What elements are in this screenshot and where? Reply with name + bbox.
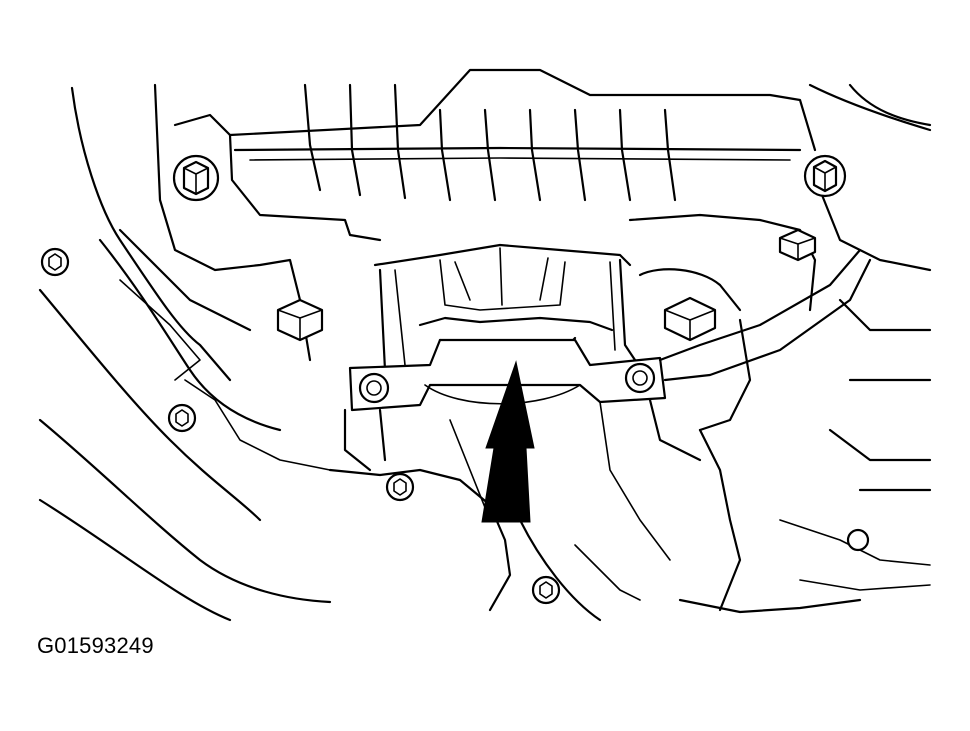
up-arrow-icon — [481, 360, 535, 523]
bolt-far-right — [778, 228, 817, 262]
transmission-case — [153, 68, 932, 614]
bolt-left — [276, 298, 324, 342]
pan-bolt-2 — [167, 403, 197, 433]
bolt-top-left — [172, 154, 220, 202]
mount-bracket — [348, 243, 872, 412]
bolt-top-right — [803, 154, 847, 198]
pan-bolt-1 — [40, 247, 70, 277]
frame-outline — [38, 86, 641, 622]
bracket-nut-right — [624, 362, 656, 394]
bracket-nut-left — [358, 372, 390, 404]
pan-bolt-3 — [385, 472, 415, 502]
figure-code: G01593249 — [37, 633, 154, 658]
bolt-right — [663, 296, 717, 342]
lower-casting — [343, 398, 702, 561]
pan-bolt-5 — [846, 528, 870, 552]
pan-bolt-4 — [531, 575, 561, 605]
